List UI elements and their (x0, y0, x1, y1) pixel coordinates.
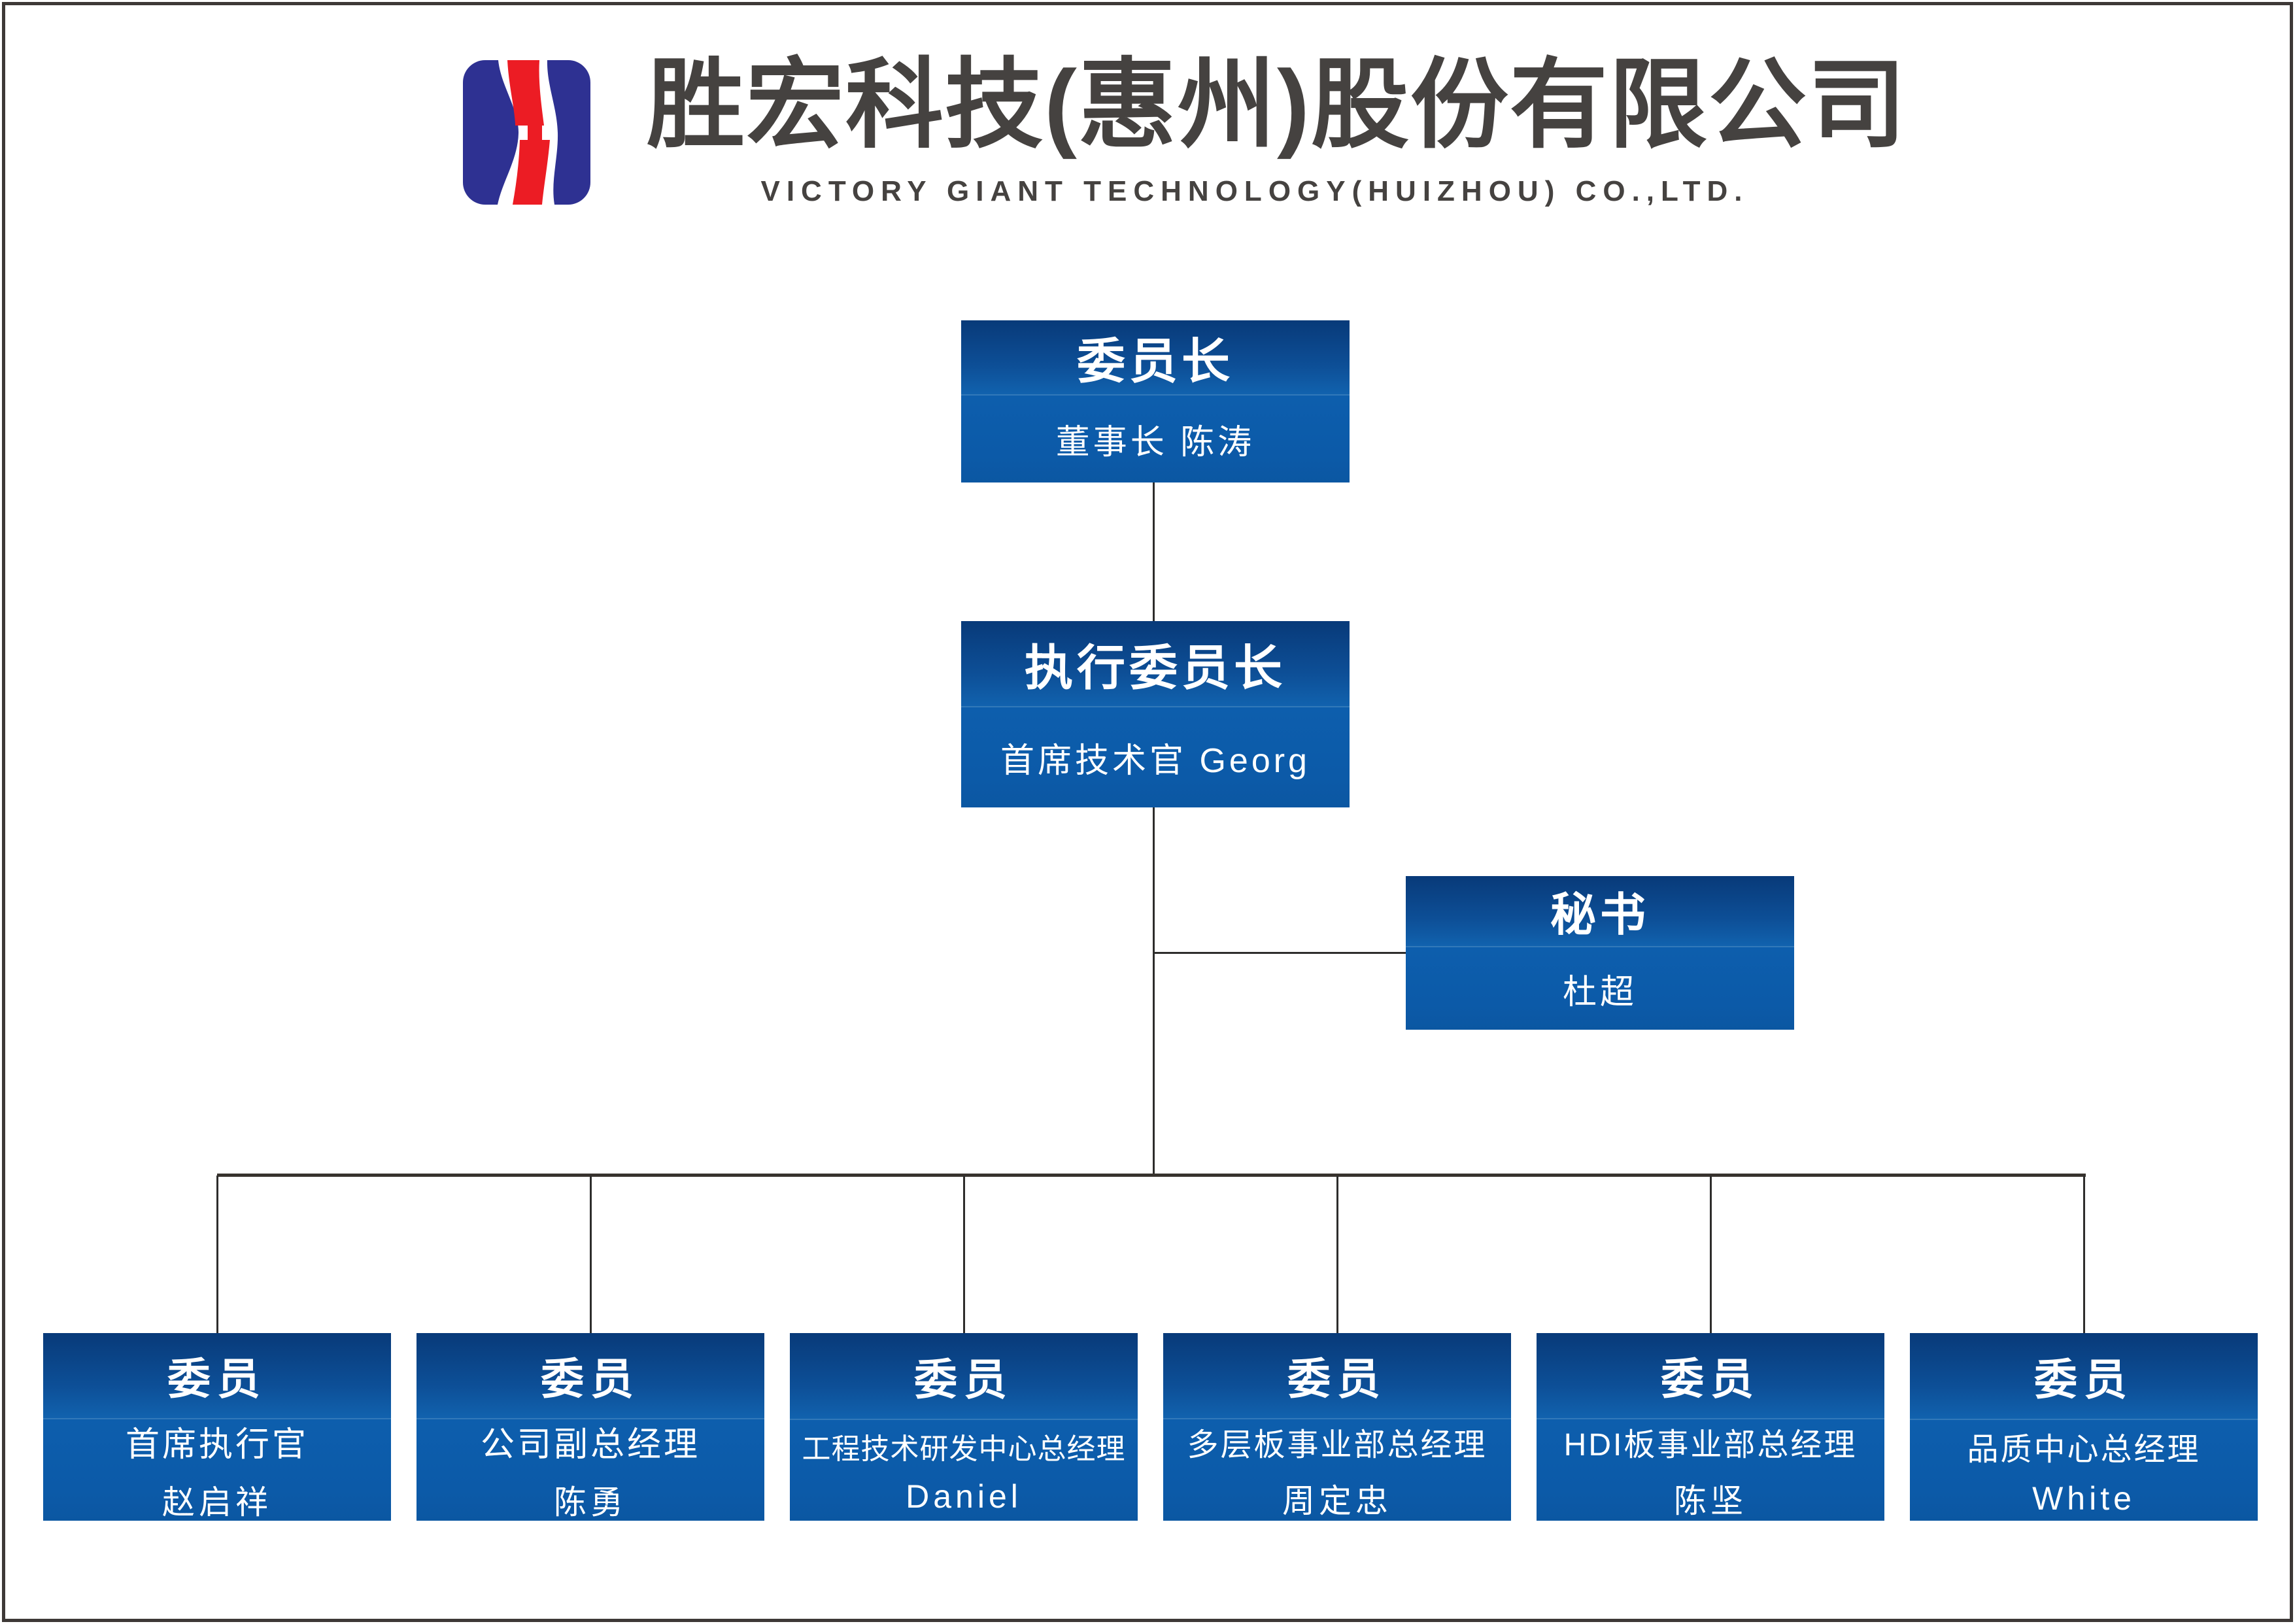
exec-chairman-title: 执行委员长 (961, 621, 1350, 707)
member-6-name: White (2032, 1480, 2135, 1517)
connector-drop-member-1 (216, 1176, 218, 1333)
org-node-member-2: 委员 公司副总经理 陈勇 (416, 1333, 764, 1521)
connector-secretary-branch (1154, 952, 1406, 954)
member-2-name: 陈勇 (554, 1484, 627, 1521)
connector-exec-trunk (1153, 807, 1155, 1177)
member-5-role: HDI板事业部总经理 (1563, 1427, 1858, 1463)
member-4-name: 周定忠 (1282, 1482, 1392, 1519)
company-name-zh: 胜宏科技(惠州)股份有限公司 (647, 50, 1907, 160)
member-1-name: 赵启祥 (162, 1484, 272, 1521)
connector-distributor (217, 1174, 2086, 1177)
org-node-member-6: 委员 品质中心总经理 White (1910, 1333, 2258, 1521)
member-5-name: 陈坚 (1674, 1482, 1747, 1519)
connector-drop-member-6 (2083, 1176, 2085, 1333)
company-name-en: VICTORY GIANT TECHNOLOGY(HUIZHOU) CO.,LT… (760, 175, 1749, 207)
secretary-title: 秘书 (1406, 876, 1794, 947)
exec-chairman-subtitle: 首席技术官 Georg (1000, 742, 1310, 781)
connector-drop-member-2 (590, 1176, 592, 1333)
org-node-member-1: 委员 首席执行官 赵启祥 (43, 1333, 391, 1521)
member-2-title: 委员 (416, 1333, 764, 1419)
connector-chairman-exec (1153, 482, 1155, 621)
org-node-secretary: 秘书 杜超 (1406, 876, 1794, 1030)
member-4-title: 委员 (1163, 1333, 1511, 1419)
org-node-member-5: 委员 HDI板事业部总经理 陈坚 (1537, 1333, 1884, 1521)
secretary-subtitle: 杜超 (1562, 973, 1637, 1011)
member-3-role: 工程技术研发中心总经理 (802, 1433, 1126, 1466)
member-1-role: 首席执行官 (125, 1426, 309, 1464)
member-5-title: 委员 (1537, 1333, 1884, 1419)
member-4-role: 多层板事业部总经理 (1187, 1427, 1488, 1463)
chairman-title: 委员长 (961, 320, 1350, 395)
member-6-title: 委员 (1910, 1333, 2258, 1419)
member-3-name: Daniel (906, 1478, 1022, 1515)
company-title-block: 胜宏科技(惠州)股份有限公司 VICTORY GIANT TECHNOLOGY(… (647, 50, 1907, 208)
org-node-member-3: 委员 工程技术研发中心总经理 Daniel (790, 1333, 1138, 1521)
connector-drop-member-3 (963, 1176, 965, 1333)
company-logo-icon (463, 60, 590, 205)
connector-drop-member-4 (1336, 1176, 1338, 1333)
member-1-title: 委员 (43, 1333, 391, 1419)
member-3-title: 委员 (790, 1333, 1138, 1419)
member-6-role: 品质中心总经理 (1967, 1432, 2201, 1468)
org-node-member-4: 委员 多层板事业部总经理 周定忠 (1163, 1333, 1511, 1521)
member-2-role: 公司副总经理 (480, 1426, 700, 1464)
chairman-subtitle: 董事长 陈涛 (1055, 424, 1255, 462)
org-node-chairman: 委员长 董事长 陈涛 (961, 320, 1350, 482)
org-node-exec-chairman: 执行委员长 首席技术官 Georg (961, 621, 1350, 807)
connector-drop-member-5 (1710, 1176, 1712, 1333)
